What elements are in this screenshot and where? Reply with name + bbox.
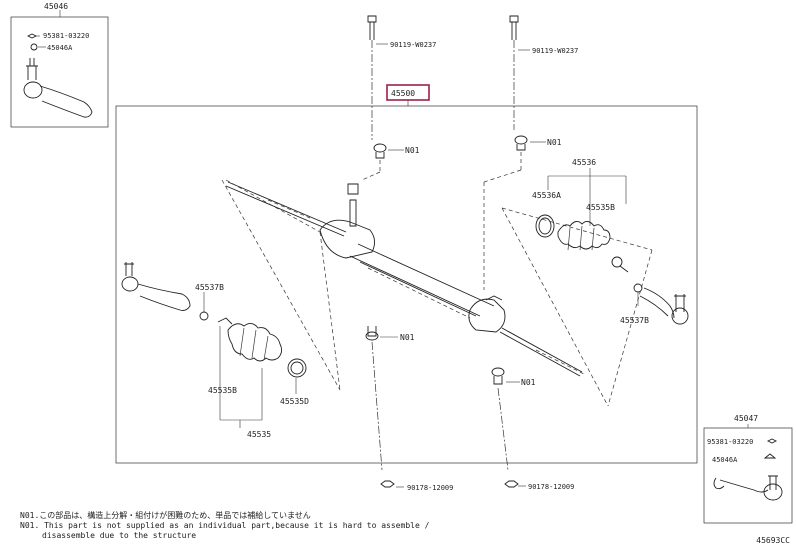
figure-code: 45693CC <box>756 536 790 545</box>
label-45535: 45535 <box>247 430 271 439</box>
note-n01-english-line1: N01. This part is not supplied as an ind… <box>20 521 430 530</box>
label-45046a-left: 45046A <box>47 44 73 52</box>
inset-tie-rod-end-right: 45047 95381-03220 45046A <box>703 414 793 524</box>
label-n01-upper-right: N01 <box>547 138 562 147</box>
label-45536a: 45536A <box>532 191 561 200</box>
right-tie-rod-end: 45537B <box>620 283 689 325</box>
note-n01-japanese: N01.この部品は、構造上分解・組付けが困難のため、単品では補給していません <box>20 511 311 520</box>
label-45046a-right: 45046A <box>712 456 738 464</box>
label-45536: 45536 <box>572 158 596 167</box>
right-boot-group: 45536 45536A 45535B <box>532 158 629 273</box>
label-45535b-right: 45535B <box>586 203 615 212</box>
label-n01-lower-center: N01 <box>400 333 415 342</box>
left-projection-lines <box>221 179 341 391</box>
label-45535b-left: 45535B <box>208 386 237 395</box>
label-90119-w0237-right: 90119-W0237 <box>532 47 578 55</box>
label-45046: 45046 <box>44 2 68 11</box>
label-n01-lower-right: N01 <box>521 378 536 387</box>
right-projection-lines <box>501 207 653 407</box>
label-90178-12009-right: 90178-12009 <box>528 483 574 491</box>
label-45537b-left: 45537B <box>195 283 224 292</box>
main-assembly-frame: 45500 <box>115 84 698 464</box>
label-45047: 45047 <box>734 414 758 423</box>
bolts-and-centerlines: 90119-W0237 90119-W0237 N01 N01 N01 N01 <box>361 15 578 492</box>
inset-tie-rod-end-left: 45046 95381-03220 45046A <box>10 2 109 128</box>
label-90119-w0237-left: 90119-W0237 <box>390 41 436 49</box>
note-n01-english-line2: disassemble due to the structure <box>42 531 197 540</box>
label-95381-03220-left: 95381-03220 <box>43 32 89 40</box>
label-n01-upper-left: N01 <box>405 146 420 155</box>
label-45535d: 45535D <box>280 397 309 406</box>
label-95381-03220-right: 95381-03220 <box>707 438 753 446</box>
label-90178-12009-left: 90178-12009 <box>407 484 453 492</box>
label-45537b-right: 45537B <box>620 316 649 325</box>
steering-rack <box>225 181 585 377</box>
left-boot-group: 45535B 45535D 45535 <box>208 317 309 439</box>
label-45500: 45500 <box>391 89 415 98</box>
left-tie-rod-end: 45537B <box>121 262 224 321</box>
